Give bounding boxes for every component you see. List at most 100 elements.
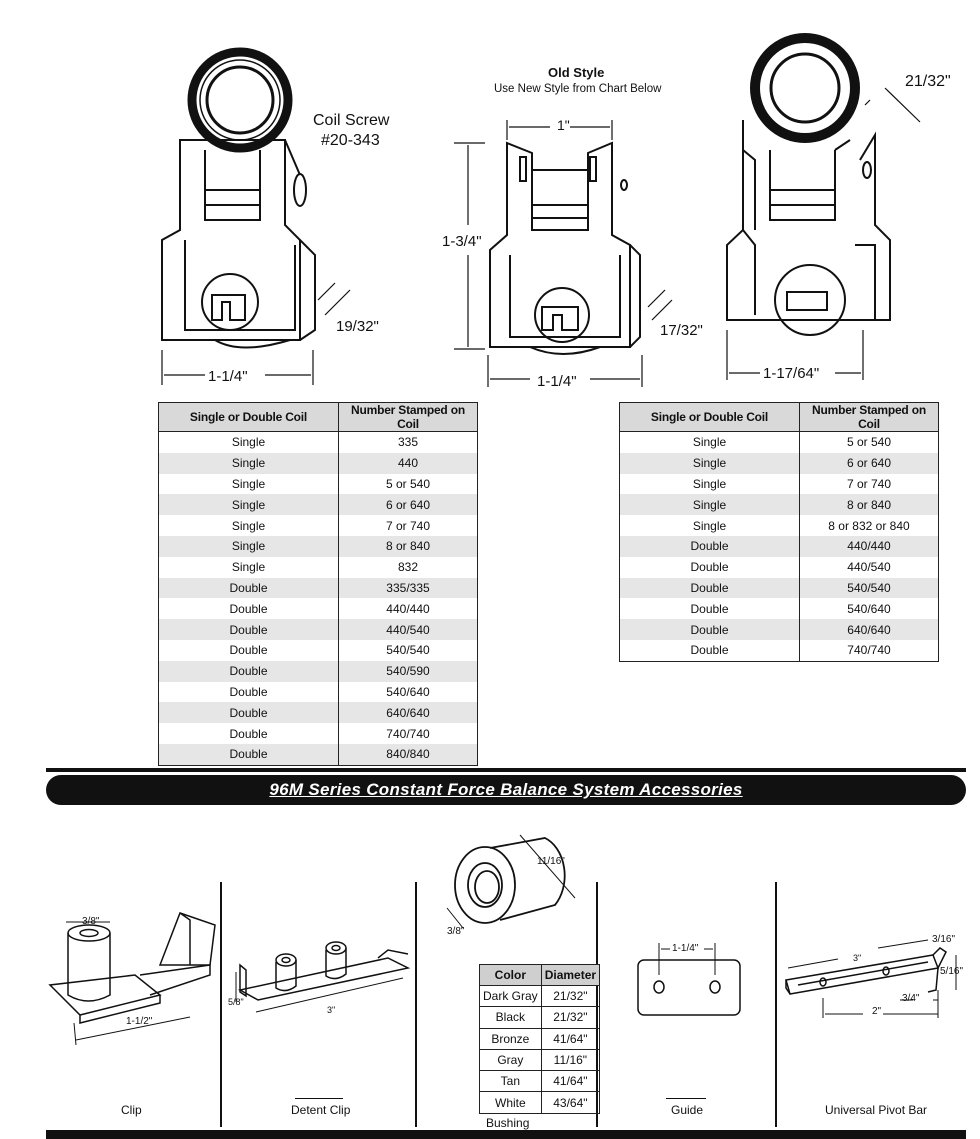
right-table-cell: 540/640 (799, 598, 939, 620)
guide-spacing-dimension: 1-1/4" (672, 943, 699, 954)
page-bottom-rule (46, 1130, 966, 1139)
left-table-cell: 540/540 (338, 639, 478, 661)
left-table-cell: 335/335 (338, 577, 478, 599)
bushing-outer-dimension: 11/16" (537, 856, 565, 867)
coil-screw-label: Coil Screw (313, 112, 390, 129)
bushing-table-cell: Black (479, 1006, 542, 1029)
left-table-cell: Single (158, 515, 339, 536)
right-table-cell: Double (619, 577, 800, 599)
clip-drawing (48, 912, 216, 1046)
left-table-cell: Single (158, 452, 339, 474)
left-table-cell: 540/590 (338, 660, 478, 682)
guide-label: Guide (671, 1103, 704, 1117)
left-table-cell: Single (158, 473, 339, 495)
accessories-banner-title: 96M Series Constant Force Balance System… (269, 780, 743, 799)
pivot-bar-side-dimension: 5/16" (940, 966, 964, 977)
bushing-label: Bushing (486, 1116, 530, 1130)
left-table-cell: 440 (338, 452, 478, 474)
left-table-cell: Double (158, 681, 339, 703)
pivot-bar-top-dimension: 3/16" (932, 934, 956, 945)
left-table-cell: Double (158, 702, 339, 724)
left-table-cell: Single (158, 494, 339, 516)
left-table-cell: Double (158, 577, 339, 599)
bushing-table-cell: Tan (479, 1070, 542, 1093)
guide-drawing (637, 943, 741, 1016)
bushing-inner-dimension: 3/8" (447, 926, 465, 937)
bushing-table-cell: White (479, 1091, 542, 1114)
bushing-table-cell: Bronze (479, 1027, 542, 1050)
right-width-dimension: 1-17/64" (763, 365, 820, 382)
old-style-subtitle: Use New Style from Chart Below (494, 83, 662, 95)
clip-label: Clip (121, 1103, 142, 1117)
left-coil-table: Single or Double Coil Number Stamped on … (158, 402, 478, 766)
old-style-depth-dimension: 17/32" (660, 322, 703, 339)
bushing-table-cell: 21/32" (540, 1006, 601, 1029)
left-table-cell: 540/640 (338, 681, 478, 703)
left-table-cell: Double (158, 660, 339, 682)
left-table-header-stamp-number: Number Stamped on Coil (338, 402, 478, 432)
right-table-cell: 440/540 (799, 556, 939, 578)
clip-top-dimension: 3/8" (82, 916, 100, 927)
accessory-divider-4 (775, 882, 777, 1127)
guide-label-rule (666, 1098, 706, 1099)
detent-clip-side-dimension: 5/8" (228, 997, 244, 1007)
right-table-cell: 8 or 832 or 840 (799, 515, 939, 536)
right-table-cell: 640/640 (799, 619, 939, 640)
detent-clip-length-dimension: 3" (327, 1005, 336, 1015)
right-table-cell: 8 or 840 (799, 494, 939, 516)
left-table-cell: 640/640 (338, 702, 478, 724)
right-table-cell: Double (619, 556, 800, 578)
right-table-cell: 540/540 (799, 577, 939, 599)
right-table-cell: 7 or 740 (799, 473, 939, 495)
bushing-table-header-color: Color (479, 964, 542, 986)
right-table-cell: 6 or 640 (799, 452, 939, 474)
detent-clip-label: Detent Clip (291, 1103, 351, 1117)
left-table-cell: Double (158, 639, 339, 661)
banner-top-rule (46, 768, 966, 772)
right-coil-dimension: 21/32" (905, 73, 951, 90)
right-table-cell: Single (619, 452, 800, 474)
left-table-cell: 740/740 (338, 723, 478, 744)
old-style-title: Old Style (548, 65, 605, 80)
left-table-cell: Single (158, 556, 339, 578)
right-table-cell: Single (619, 431, 800, 453)
left-depth-dimension: 19/32" (336, 318, 379, 335)
pivot-bar-bottom-dimension: 2" (872, 1006, 882, 1017)
right-table-cell: Single (619, 473, 800, 495)
left-table-cell: 335 (338, 431, 478, 453)
coil-balance-side-view-drawing (726, 33, 921, 380)
coil-balance-old-style-drawing (454, 120, 673, 387)
old-style-top-width-dimension: 1" (557, 117, 570, 133)
accessory-divider-1 (220, 882, 222, 1127)
old-style-width-dimension: 1-1/4" (537, 373, 577, 390)
clip-length-dimension: 1-1/2" (126, 1016, 153, 1027)
accessories-banner: 96M Series Constant Force Balance System… (46, 775, 966, 805)
left-table-header-coil-type: Single or Double Coil (158, 402, 339, 432)
right-table-cell: Double (619, 598, 800, 620)
right-table-header-stamp-number: Number Stamped on Coil (799, 402, 939, 432)
right-coil-table: Single or Double Coil Number Stamped on … (619, 402, 939, 662)
